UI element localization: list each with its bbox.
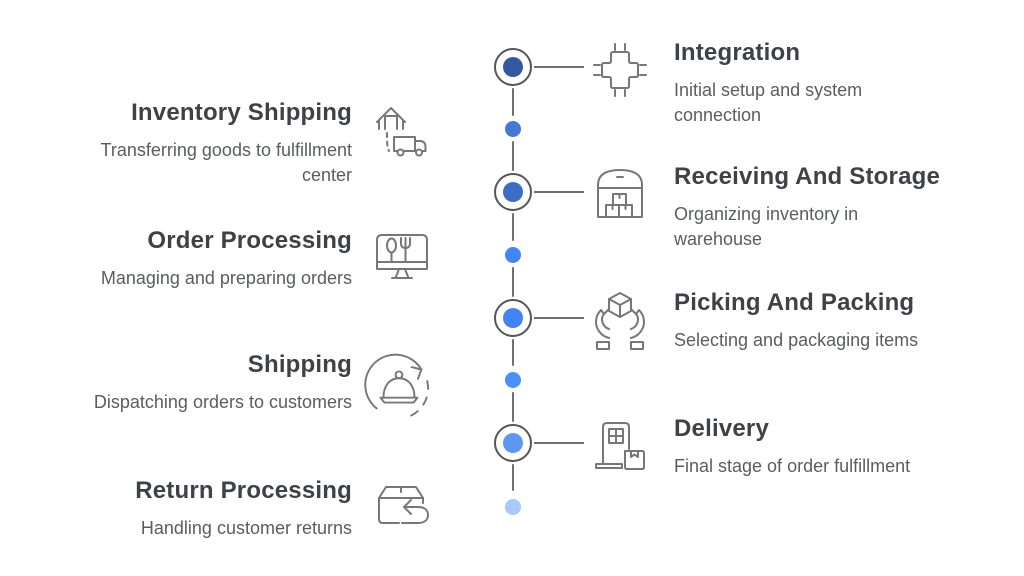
timeline-line-segment — [512, 213, 514, 241]
stage-title: Inventory Shipping — [131, 99, 352, 126]
stage-order-processing: Order Processing Managing and preparing … — [62, 226, 434, 292]
stage-delivery: Delivery Final stage of order fulfillmen… — [588, 414, 990, 479]
stage-description: Transferring goods to fulfillment center — [100, 140, 352, 185]
stage-integration: Integration Initial setup and system con… — [588, 38, 990, 128]
stage-title: Delivery — [674, 415, 769, 442]
timeline-dot — [505, 499, 521, 515]
stage-title: Receiving And Storage — [674, 163, 941, 190]
stage-description: Initial setup and system connection — [674, 80, 863, 125]
stage-title: Shipping — [247, 351, 352, 378]
timeline-connector — [534, 317, 584, 319]
timeline-node — [494, 173, 532, 211]
timeline-line-segment — [512, 267, 514, 297]
timeline-line-segment — [512, 141, 514, 171]
stage-inventory-shipping: Inventory Shipping Transferring goods to… — [62, 98, 434, 188]
stage-description: Selecting and packaging items — [674, 330, 919, 350]
timeline-node-core — [503, 433, 523, 453]
warehouse-icon — [588, 162, 652, 226]
stage-title: Integration — [674, 39, 801, 66]
stage-shipping: Shipping Dispatching orders to customers — [62, 350, 434, 422]
timeline-line-segment — [512, 464, 514, 491]
serving-cloche-cycle-icon — [364, 352, 434, 422]
timeline-dot — [505, 247, 521, 263]
timeline-connector — [534, 191, 584, 193]
stage-description: Dispatching orders to customers — [93, 392, 352, 412]
timeline-line-segment — [512, 392, 514, 422]
stage-title: Order Processing — [147, 227, 352, 254]
hands-box-icon — [588, 288, 652, 352]
timeline-node-core — [503, 308, 523, 328]
stage-picking-and-packing: Picking And Packing Selecting and packag… — [588, 288, 990, 353]
warehouse-truck-icon — [370, 100, 434, 164]
doorstep-delivery-icon — [588, 414, 652, 478]
timeline-dot — [505, 372, 521, 388]
stage-title: Return Processing — [135, 477, 352, 504]
timeline-line-segment — [512, 88, 514, 116]
timeline-node — [494, 299, 532, 337]
stage-description: Handling customer returns — [140, 518, 352, 538]
connector-icon — [588, 38, 652, 102]
timeline-connector — [534, 66, 584, 68]
timeline-line-segment — [512, 339, 514, 366]
order-monitor-icon — [370, 228, 434, 292]
timeline-node-core — [503, 182, 523, 202]
timeline-connector — [534, 442, 584, 444]
stage-description: Managing and preparing orders — [100, 268, 352, 288]
stage-receiving-and-storage: Receiving And Storage Organizing invento… — [588, 162, 990, 252]
timeline-node — [494, 48, 532, 86]
timeline-dot — [505, 121, 521, 137]
stage-return-processing: Return Processing Handling customer retu… — [62, 476, 434, 542]
return-box-icon — [370, 478, 434, 542]
timeline-node — [494, 424, 532, 462]
stage-description: Organizing inventory in warehouse — [674, 204, 859, 249]
stage-title: Picking And Packing — [674, 289, 915, 316]
stage-description: Final stage of order fulfillment — [674, 456, 911, 476]
timeline-node-core — [503, 57, 523, 77]
